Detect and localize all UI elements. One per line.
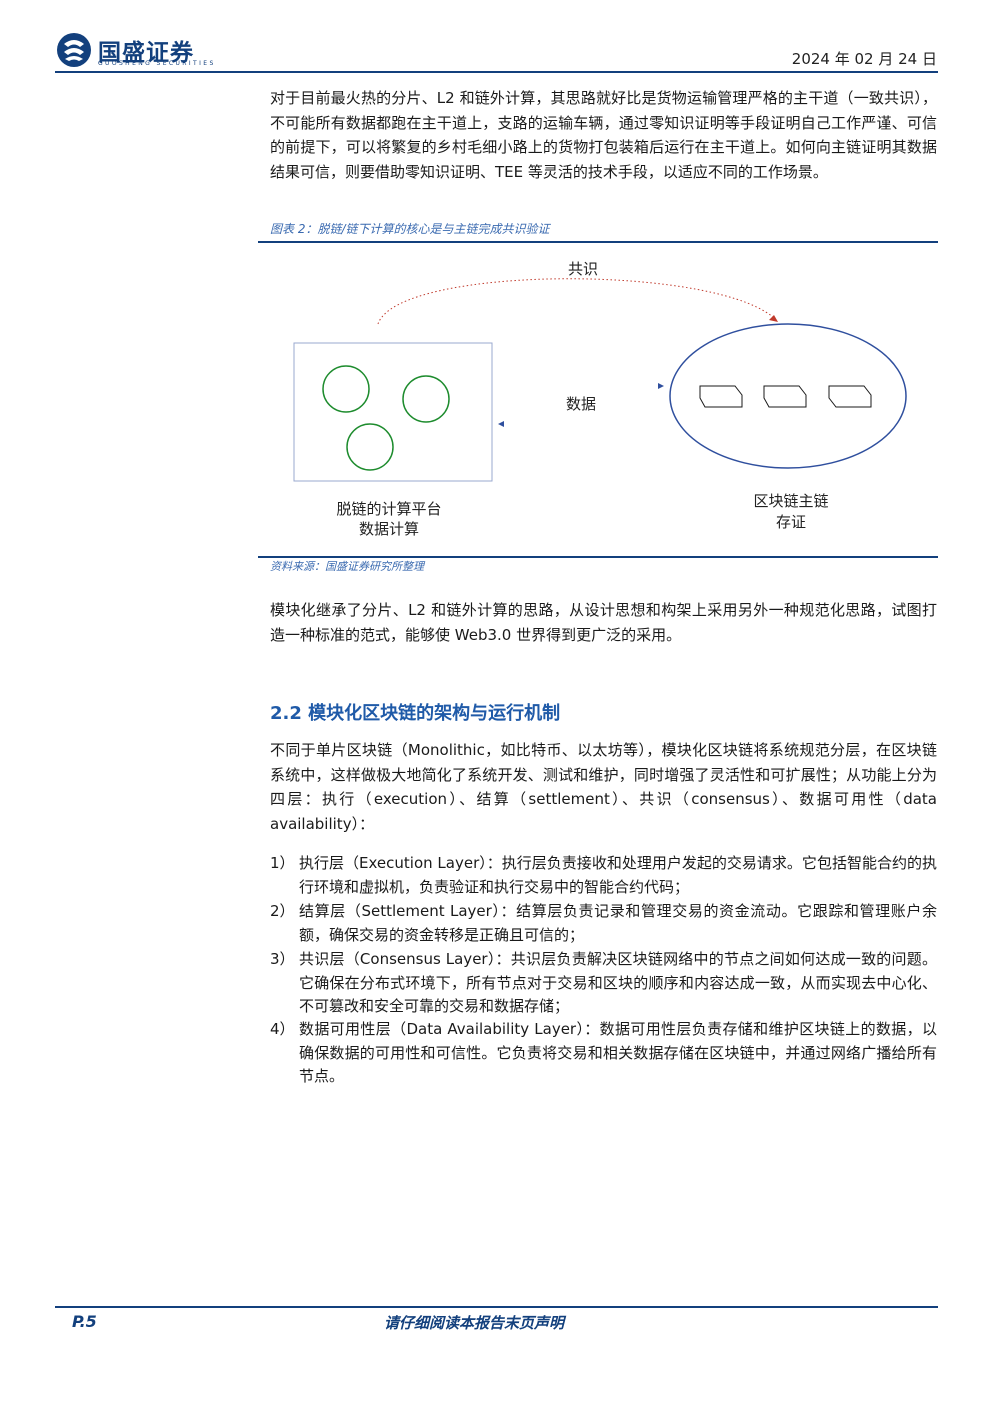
list-item-text: 结算层（Settlement Layer）：结算层负责记录和管理交易的资金流动。… [299,902,937,944]
mainchain-label-line1: 区块链主链 [753,492,828,510]
list-item-number: 1） [270,854,295,872]
list-item-number: 2） [270,902,295,920]
footer-disclaimer: 请仔细阅读本报告末页声明 [384,1314,565,1332]
list-item-text: 数据可用性层（Data Availability Layer）：数据可用性层负责… [299,1020,937,1085]
mainchain-ellipse [669,323,907,469]
report-date: 2024 年 02 月 24 日 [791,50,937,68]
brand-subname: GUOSHENG SECURITIES [98,60,216,67]
data-arrow-to-mainchain [658,383,664,389]
consensus-arrowhead [769,315,778,322]
mainchain-label-line2: 存证 [776,513,806,531]
brand-logo-icon [57,33,91,67]
compute-node-2 [402,375,450,423]
data-arrow-to-offchain [498,421,504,427]
consensus-label: 共识 [568,260,598,278]
block-1 [699,385,743,408]
block-2 [763,385,807,408]
intro-paragraph: 对于目前最火热的分片、L2 和链外计算，其思路就好比是货物运输管理严格的主干道（… [270,89,937,181]
page-number: P.5 [72,1312,97,1331]
consensus-arc [377,278,779,325]
section-title: 2.2 模块化区块链的架构与运行机制 [270,703,561,724]
modular-paragraph: 模块化继承了分片、L2 和链外计算的思路，从设计思想和构架上采用另外一种规范化思… [270,601,937,644]
block-3 [828,385,872,408]
brand-name: 国盛证券 [98,40,194,66]
offchain-label-line1: 脱链的计算平台 [336,500,441,518]
offchain-consensus-diagram: 共识 数据 脱链的计算平台 数据计算 区块链主链 存证 [293,260,907,538]
list-item-number: 4） [270,1020,295,1038]
list-item-text: 执行层（Execution Layer）：执行层负责接收和处理用户发起的交易请求… [299,854,937,896]
layers-intro-paragraph: 不同于单片区块链（Monolithic，如比特币、以太坊等），模块化区块链将系统… [270,741,937,833]
list-item-text: 共识层（Consensus Layer）：共识层负责解决区块链网络中的节点之间如… [299,950,937,1015]
list-item-number: 3） [270,950,295,968]
compute-node-1 [322,365,370,413]
figure-top-divider [258,241,938,243]
figure-caption: 图表 2：脱链/链下计算的核心是与主链完成共识验证 [270,222,550,236]
figure-bottom-divider [258,556,938,558]
offchain-label-line2: 数据计算 [359,520,419,538]
offchain-platform-box [293,342,493,482]
data-label: 数据 [566,395,596,413]
footer-divider [55,1306,938,1308]
header-divider [55,71,938,73]
compute-node-3 [346,423,394,471]
figure-source: 资料来源：国盛证券研究所整理 [270,560,424,573]
